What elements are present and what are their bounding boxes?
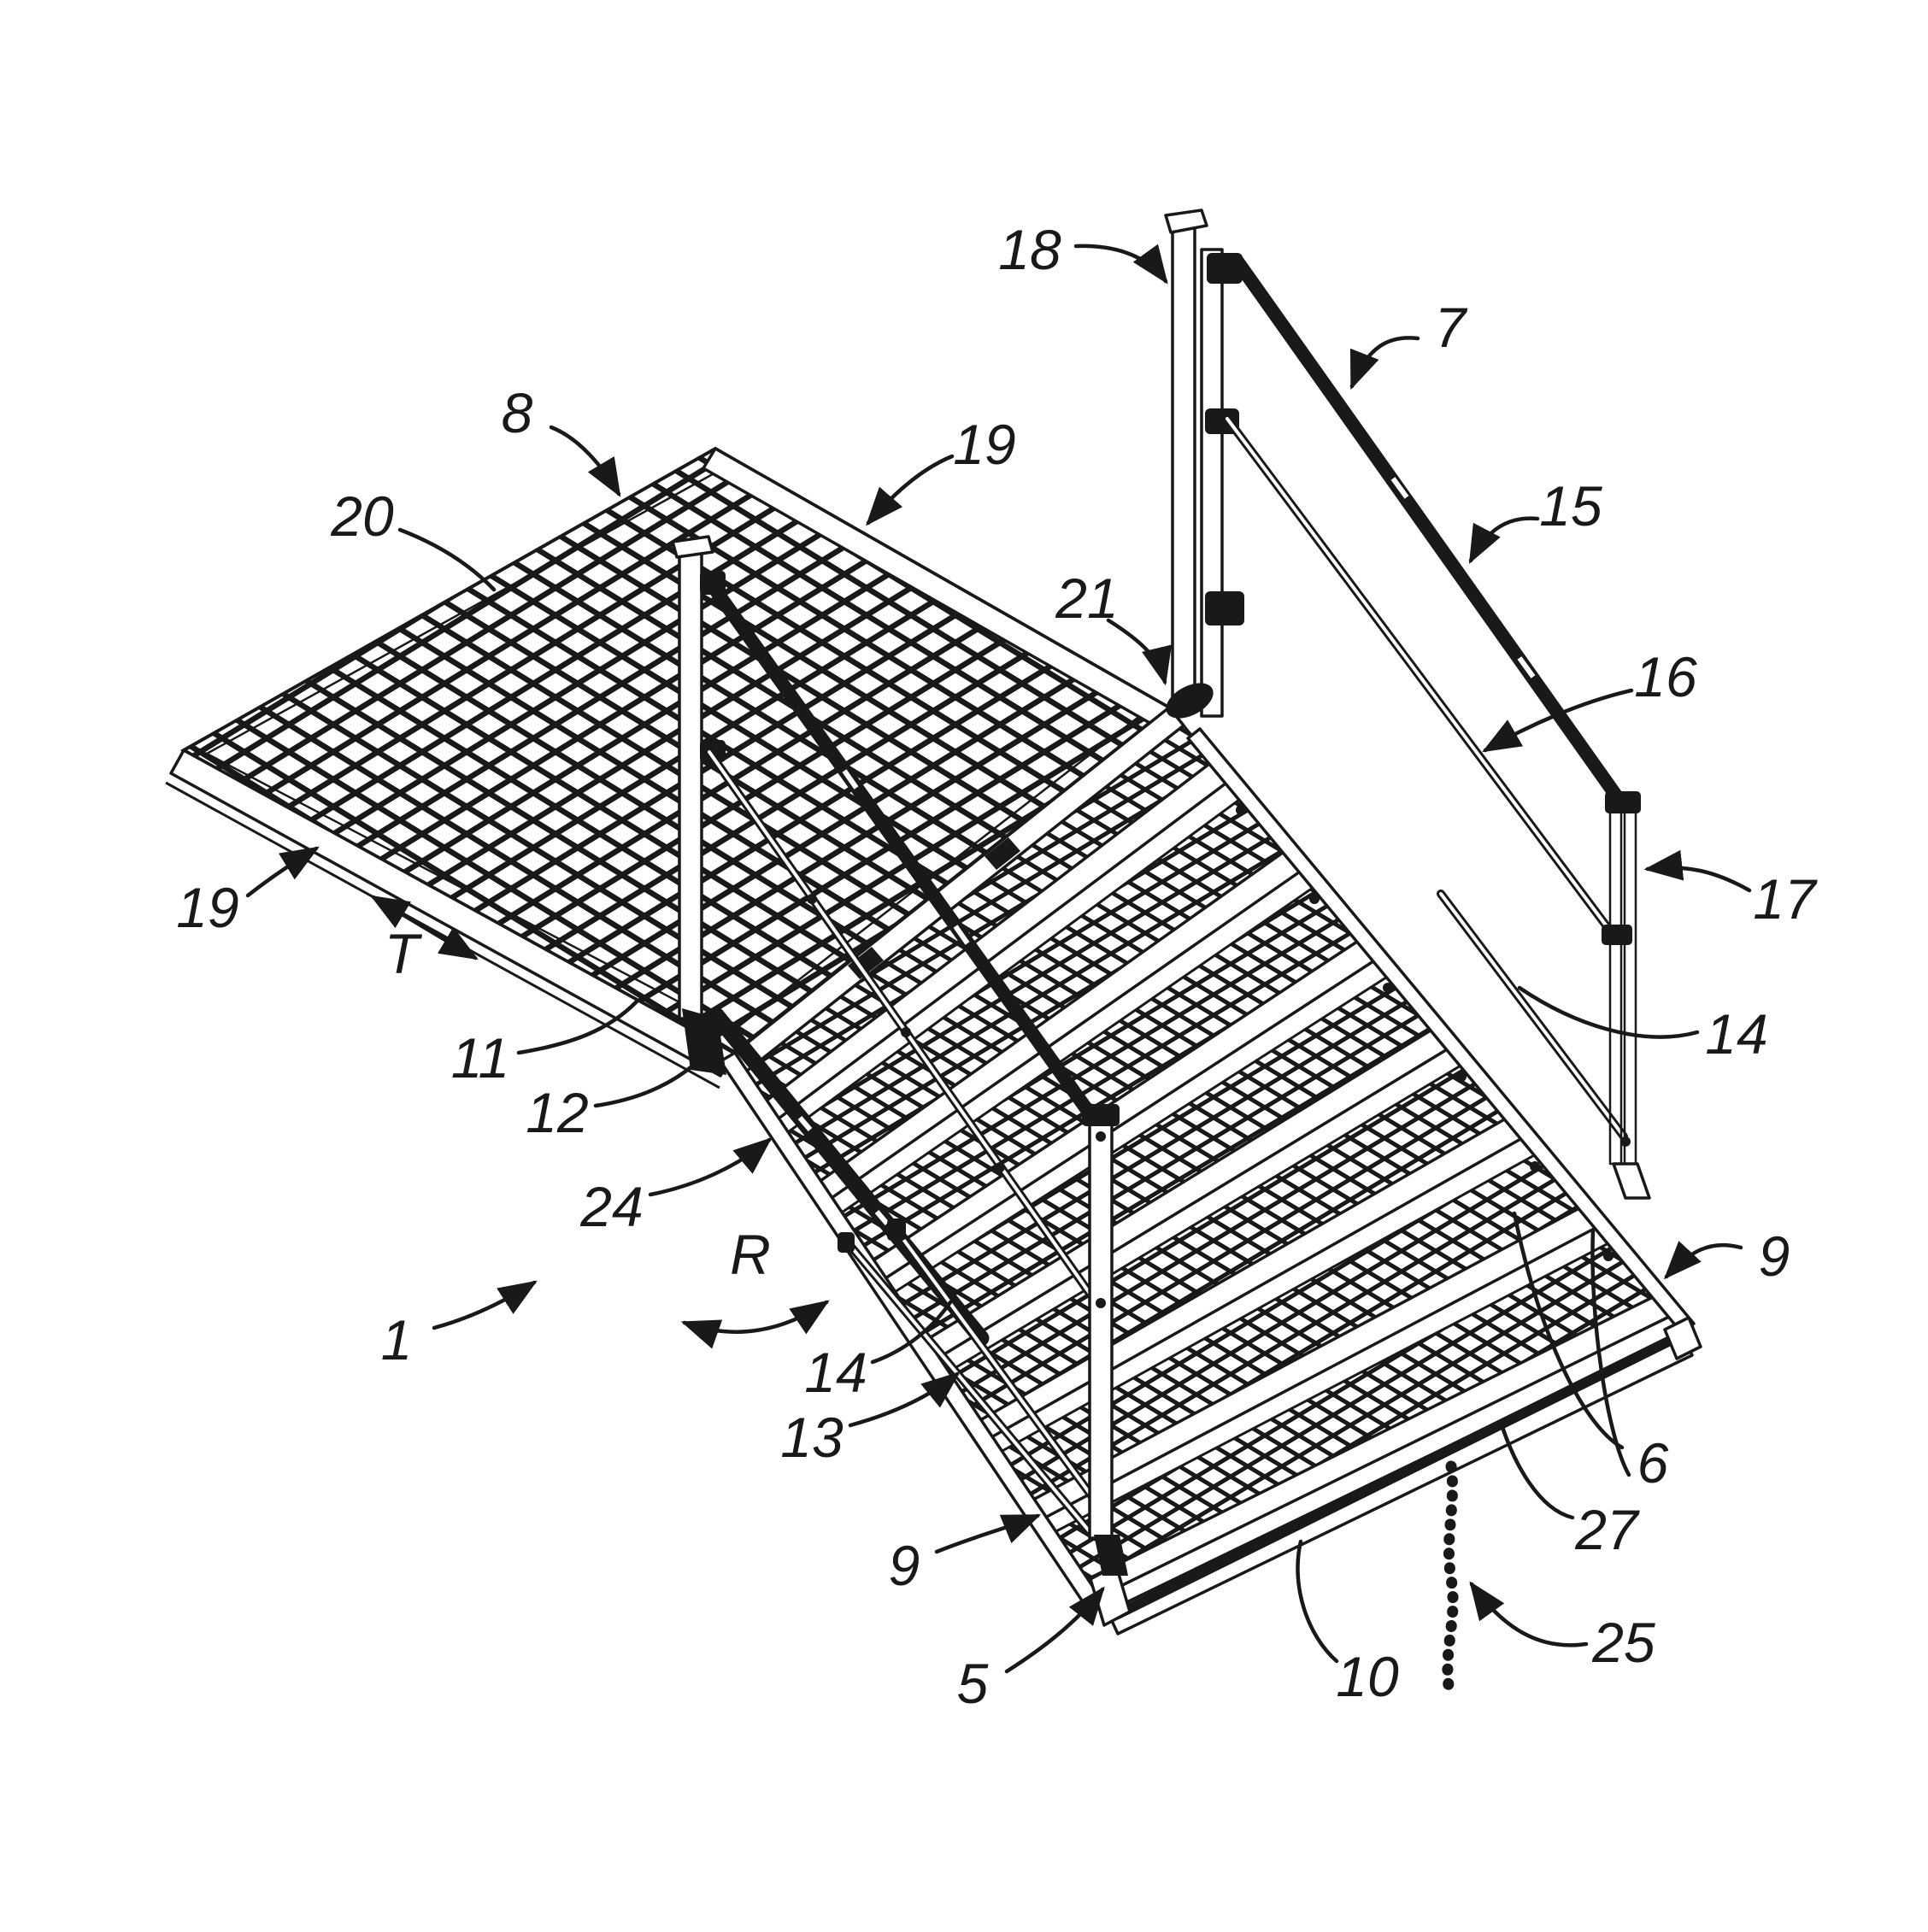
leader-8 [549,425,621,497]
hinge-plate [848,947,884,979]
ref-label-14: 14 [804,1341,867,1404]
direction-label-R: R [730,1223,771,1286]
handrail-7-15 [1231,255,1627,808]
safety-chain-25 [1442,1460,1459,1698]
leader-T [370,895,479,960]
ref-label-8: 8 [502,381,533,444]
hinge-plate [985,837,1020,870]
ref-label-21: 21 [1055,567,1118,630]
ref-label-25: 25 [1591,1611,1655,1674]
ref-label-9: 9 [889,1534,920,1597]
corner-bracket-21 [1166,683,1214,719]
leader-24 [648,1137,773,1197]
ref-label-5: 5 [957,1652,989,1715]
ref-label-6: 6 [1637,1431,1669,1495]
ref-label-12: 12 [526,1081,588,1144]
leader-9 [934,1513,1042,1554]
stair-treads [732,705,1671,1599]
leader-5 [1004,1586,1105,1674]
ref-label-15: 15 [1539,474,1602,537]
rail-bracket [1205,591,1244,625]
leader-6 [1512,1211,1625,1450]
post-18-front-member [1200,248,1224,718]
ref-label-18: 18 [998,218,1061,281]
leader-17 [1643,849,1752,893]
ref-label-1: 1 [381,1308,413,1371]
leader-1 [432,1280,538,1330]
post-11-cap [671,535,714,559]
actuator-joint-gap [797,1116,890,1225]
leader-27 [1500,1424,1575,1520]
post-17-foot [1612,1162,1651,1200]
post-18 [1171,226,1196,709]
post-17 [1608,796,1623,1166]
ref-label-9: 9 [1759,1224,1790,1288]
leader-11 [516,999,639,1055]
leader-25 [1469,1581,1589,1647]
ref-label-13: 13 [780,1406,844,1469]
handrail-right [1164,208,1651,1200]
ref-label-17: 17 [1753,867,1818,931]
leader-19 [866,454,955,526]
ref-label-14: 14 [1705,1002,1767,1066]
post-middle-cap [1082,1104,1120,1126]
rail-terminal-core [844,1239,1094,1536]
rail-joint-gap [842,769,970,945]
post-17-front-edge [1623,796,1637,1166]
rail-left-mid-core [708,750,1092,1296]
ref-label-19: 19 [176,876,238,939]
ref-label-10: 10 [1336,1645,1399,1708]
leader-15 [1468,516,1540,564]
ref-label-27: 27 [1574,1498,1640,1561]
leader-20 [397,527,497,592]
ref-label-20: 20 [330,484,394,548]
ref-label-19: 19 [953,413,1015,476]
ref-label-24: 24 [579,1175,643,1238]
leader-10 [1296,1539,1339,1664]
post-17-top-bracket [1605,791,1641,813]
leader-21 [1106,618,1173,686]
rail-end-cap [887,1219,906,1241]
direction-label-T: T [385,922,423,985]
post-11 [678,552,703,1020]
leader-19 [245,846,320,898]
leader-12 [593,1062,697,1108]
leader-16 [1482,688,1634,753]
leader-9 [1663,1241,1743,1280]
rail-terminal-core [1439,892,1625,1138]
leader-14 [1517,985,1700,1039]
rail-terminal-core [894,1227,1104,1512]
stair-frame [719,727,1702,1635]
leader-7 [1349,336,1420,391]
leader-18 [1073,244,1168,285]
right-stringer [1186,727,1696,1335]
right-corner-foot [1663,1316,1702,1360]
leader-6-1 [1590,1228,1631,1477]
leader-14 [870,1300,953,1365]
rail-end-cap [838,1232,855,1253]
leader-R [680,1300,830,1349]
post-18-cap [1164,208,1208,234]
rail-joint-gap [1390,477,1536,678]
handrail-left-top [706,579,1101,1126]
ref-label-7: 7 [1435,296,1468,359]
leader-13 [848,1371,961,1428]
rail-16-core [1226,417,1614,935]
ref-label-11: 11 [451,1026,510,1089]
bumper-strip-27 [1114,1333,1678,1620]
handrail-left [671,535,1128,1576]
post-middle-foot [1094,1535,1128,1576]
ref-label-16: 16 [1634,645,1697,708]
post-middle-left [1088,1113,1114,1540]
fastener-dots [685,256,1631,1308]
